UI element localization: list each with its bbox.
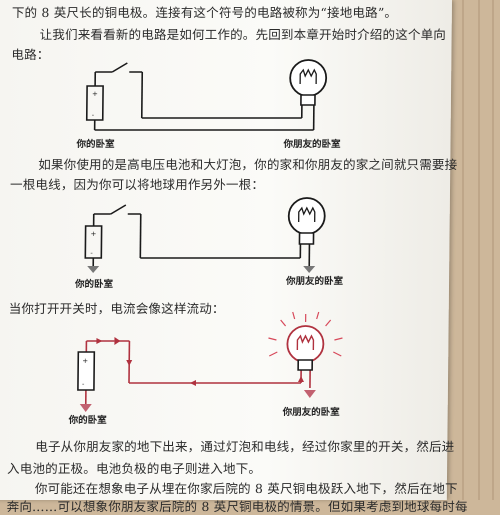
right-caption: 你朋友的卧室	[283, 404, 340, 418]
book-page: 下的 8 英尺长的铜电极。连接有这个符号的电路被称为“接地电路”。 让我们来看看…	[0, 0, 452, 500]
right-caption: 你朋友的卧室	[286, 273, 343, 287]
current-arrow-icon	[96, 338, 102, 344]
current-arrow-icon	[298, 376, 304, 382]
light-bulb-icon	[287, 326, 323, 370]
left-caption: 你的卧室	[75, 276, 113, 290]
left-caption: 你的卧室	[76, 136, 114, 150]
current-arrow-icon	[114, 337, 120, 345]
left-caption: 你的卧室	[69, 412, 107, 426]
current-arrow-icon	[126, 360, 132, 366]
svg-text:+: +	[82, 357, 88, 365]
current-arrow-icon	[190, 380, 196, 386]
ground-symbol-icon	[80, 390, 316, 412]
right-caption: 你朋友的卧室	[283, 136, 340, 150]
